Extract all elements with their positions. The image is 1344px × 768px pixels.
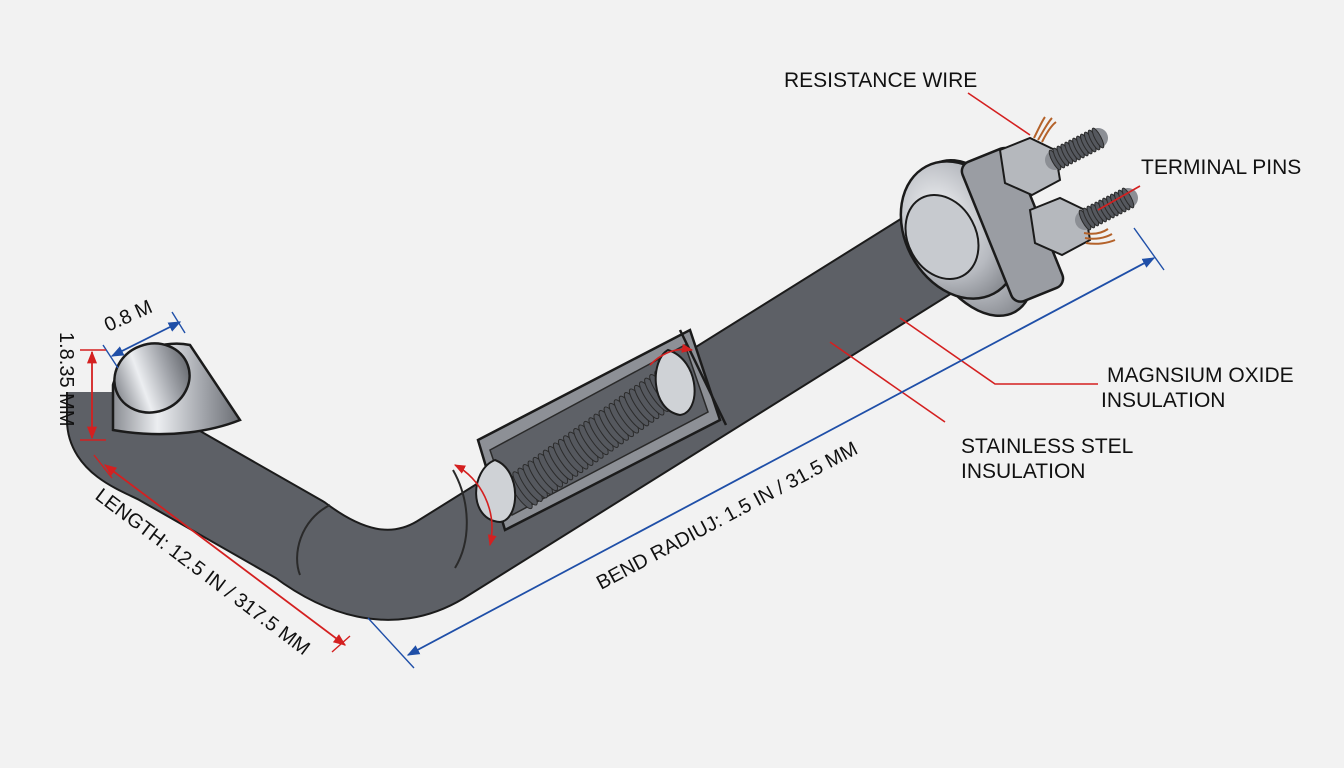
length-extension-bottom (331, 635, 351, 653)
label-magnesium-oxide-line2: INSULATION (1101, 389, 1225, 412)
wire-strands-lower (1083, 228, 1116, 245)
lower-nut (1028, 196, 1092, 257)
leader-magnesium-oxide (899, 317, 1098, 385)
dimension-lines (80, 227, 1165, 669)
label-stainless-steel-line2: INSULATION (961, 460, 1085, 483)
terminal-pin-upper (1045, 127, 1108, 171)
leader-stainless-steel (829, 341, 946, 423)
label-terminal-pins: TERMINAL PINS (1141, 156, 1301, 179)
tube-body (68, 197, 984, 619)
leader-resistance-wire (967, 92, 1031, 136)
length-dimension (103, 464, 347, 646)
heating-element (66, 195, 985, 621)
bend-radius-dimension (406, 257, 1156, 656)
pin-thread (1121, 187, 1135, 209)
diameter-dimension (110, 321, 182, 357)
pin-thread (1091, 127, 1105, 149)
component-labels: RESISTANCE WIRE TERMINAL PINS MAGNSIUM O… (784, 69, 1301, 483)
bend-radius-extension-right (1133, 227, 1165, 271)
wire-strands-upper (1033, 116, 1057, 143)
label-stainless-steel-line1: STAINLESS STEL (961, 435, 1133, 458)
terminal-pin-lower (1075, 187, 1138, 231)
upper-nut (998, 136, 1062, 197)
dimension-label-height: 1.8.35 MM (55, 332, 77, 426)
label-magnesium-oxide-line1: MAGNSIUM OXIDE (1107, 364, 1294, 387)
dimension-label-diameter: 0.8 M (101, 296, 156, 336)
leader-terminal-pins (1097, 185, 1141, 211)
label-resistance-wire: RESISTANCE WIRE (784, 69, 977, 92)
bend-radius-extension-left (367, 617, 415, 669)
diameter-extension-left (102, 344, 119, 369)
